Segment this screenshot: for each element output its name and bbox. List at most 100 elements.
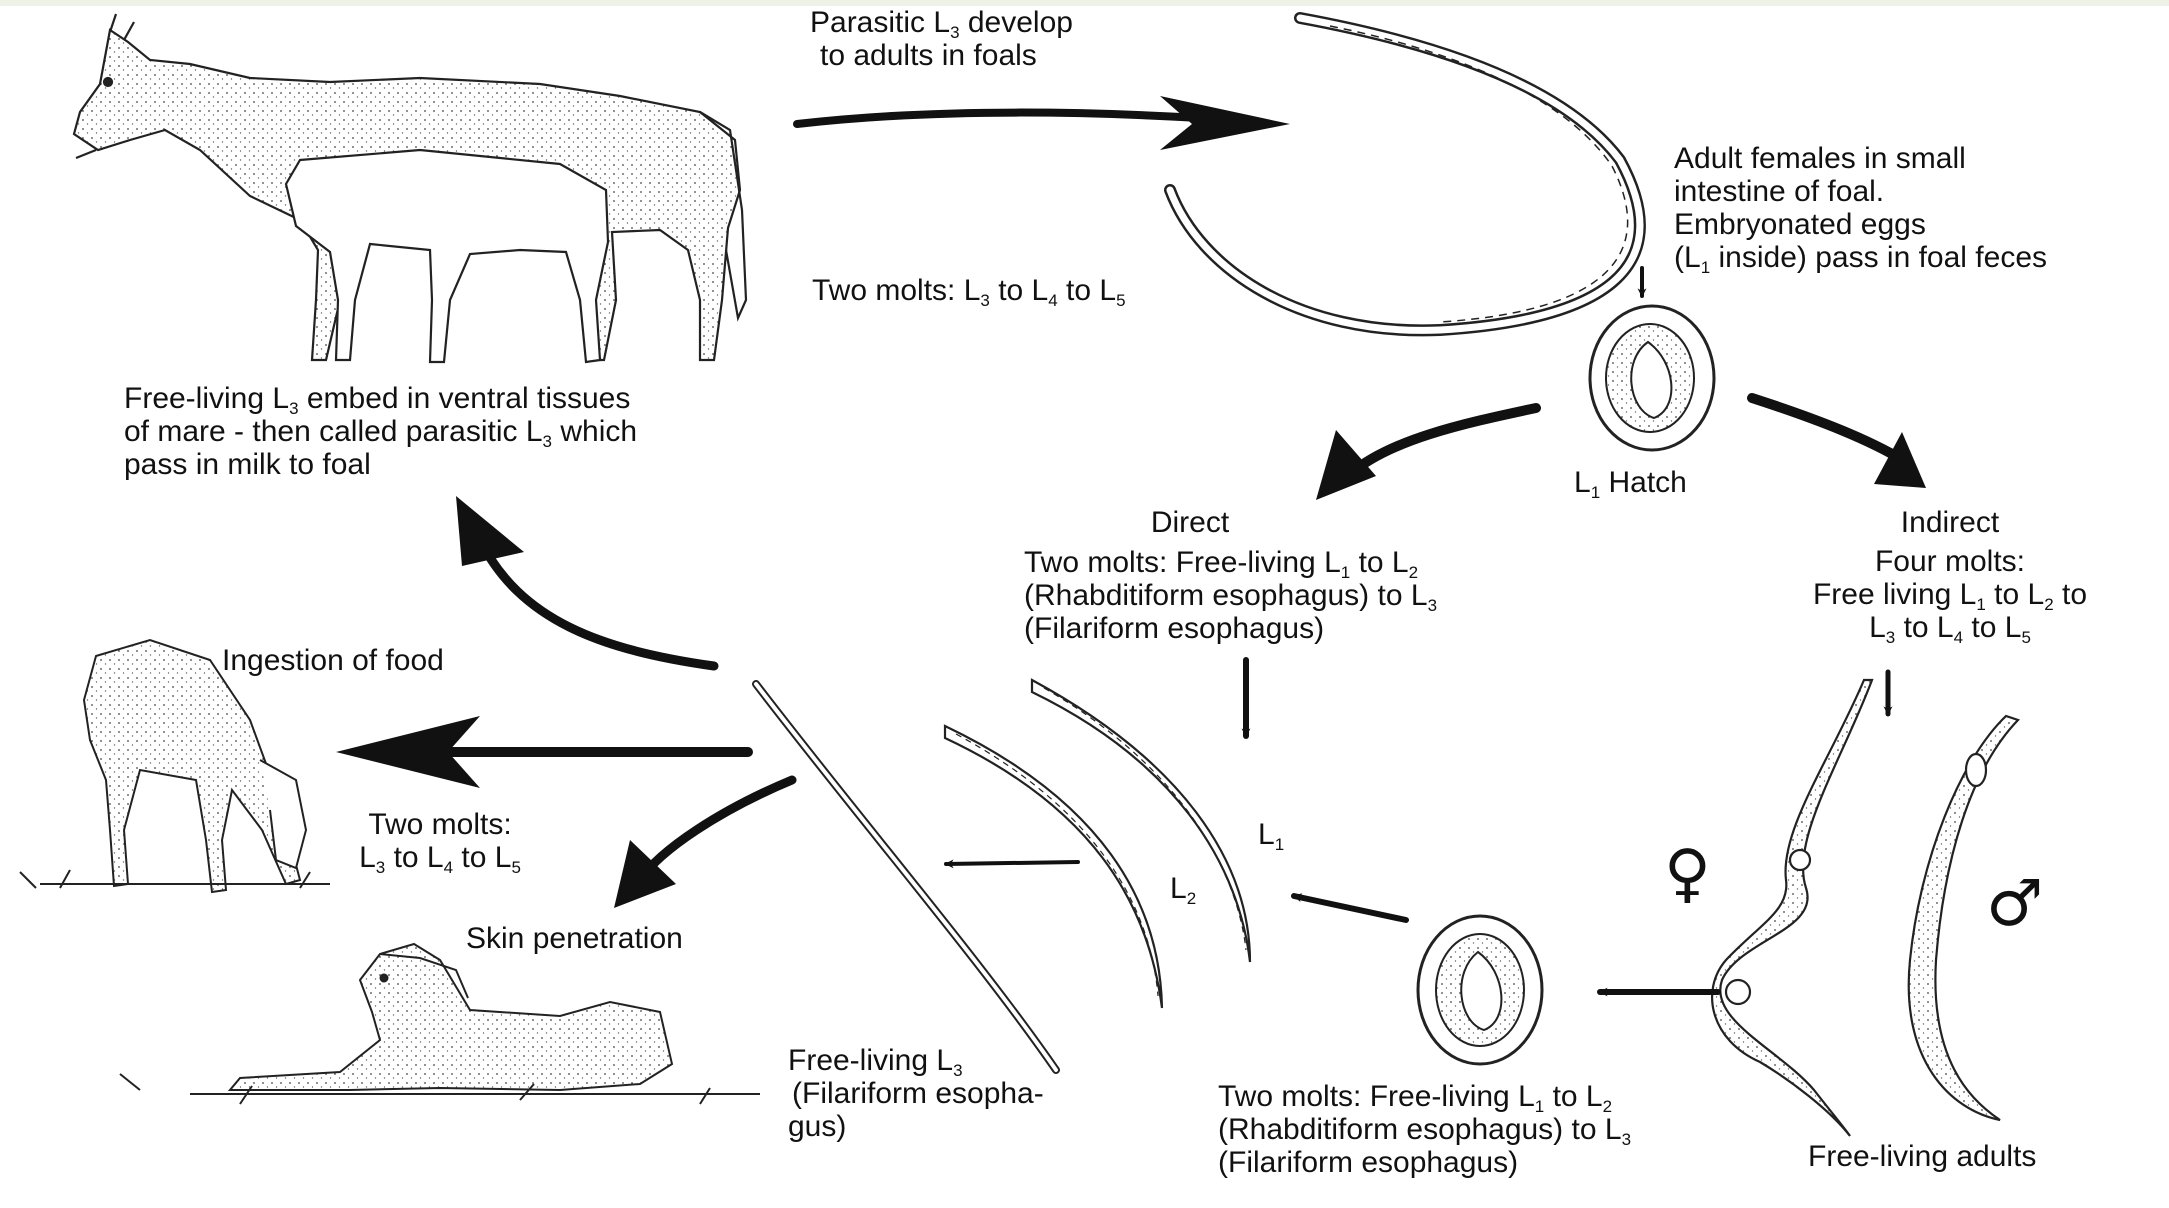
embryonated-egg-illustration bbox=[1590, 306, 1714, 450]
text: L bbox=[1869, 611, 1886, 644]
label-l1-hatch: L1 Hatch bbox=[1574, 466, 1687, 499]
label-line: to adults in foals bbox=[810, 39, 1073, 72]
label-direct: Direct bbox=[1020, 506, 1580, 539]
subscript: 3 bbox=[1886, 628, 1895, 647]
label-line: (Filariform esophagus) bbox=[1024, 612, 1437, 645]
text: Two molts: L bbox=[812, 274, 980, 307]
text: to L bbox=[1895, 611, 1953, 644]
text: to bbox=[2054, 578, 2087, 611]
text: Two molts: Free-living L bbox=[1218, 1080, 1535, 1113]
larva-illustration bbox=[945, 680, 1250, 1008]
label-bottom-molts: Two molts: Free-living L1 to L2 (Rhabdit… bbox=[1218, 1080, 1631, 1179]
subscript: 5 bbox=[2021, 628, 2030, 647]
label-ingestion-of-food: Ingestion of food bbox=[222, 644, 444, 677]
label-line: Two molts: Free-living L1 to L2 bbox=[1024, 546, 1437, 579]
label-heading: Direct bbox=[1020, 506, 1580, 539]
label-line: gus) bbox=[788, 1110, 1044, 1143]
text: of mare - then called parasitic L bbox=[124, 415, 543, 448]
text: inside) pass in foal feces bbox=[1710, 241, 2047, 274]
subscript: 5 bbox=[511, 858, 520, 877]
label-line: (L1 inside) pass in foal feces bbox=[1674, 241, 2047, 274]
text: (L bbox=[1674, 241, 1701, 274]
arrow-larvae-to-l3 bbox=[946, 862, 1078, 864]
larva-illustration bbox=[756, 684, 1056, 1070]
label-skin-penetration: Skin penetration bbox=[466, 922, 683, 955]
text: to L bbox=[1986, 578, 2044, 611]
text: L bbox=[1170, 872, 1187, 905]
subscript: 3 bbox=[543, 432, 552, 451]
label-line: L3 to L4 to L5 bbox=[330, 841, 550, 874]
subscript: 5 bbox=[1116, 291, 1125, 310]
arrow-l3-to-mare bbox=[480, 540, 714, 666]
subscript: 3 bbox=[1428, 596, 1437, 615]
text: to L bbox=[385, 841, 443, 874]
label-free-living-embed: Free-living L3 embed in ventral tissues … bbox=[124, 382, 637, 481]
text: Hatch bbox=[1600, 466, 1687, 499]
label-line: pass in milk to foal bbox=[124, 448, 637, 481]
subscript: 3 bbox=[1622, 1130, 1631, 1149]
grazing-foal-illustration bbox=[20, 640, 330, 892]
arrow-to-direct bbox=[1350, 408, 1536, 474]
male-symbol-icon: ♂ bbox=[1986, 872, 2043, 936]
label-adult-females: Adult females in small intestine of foal… bbox=[1674, 142, 2047, 274]
text: embed in ventral tissues bbox=[299, 382, 631, 415]
text: to L bbox=[990, 274, 1048, 307]
label-two-molts-left: Two molts: L3 to L4 to L5 bbox=[330, 808, 550, 874]
label-line: (Rhabditiform esophagus) to L3 bbox=[1024, 579, 1437, 612]
female-symbol-icon: ♀ bbox=[1664, 842, 1711, 906]
text: L bbox=[1574, 466, 1591, 499]
text: (Rhabditiform esophagus) to L bbox=[1218, 1113, 1622, 1146]
text: to L bbox=[1963, 611, 2021, 644]
embryonated-egg-illustration bbox=[1418, 916, 1542, 1064]
label-line: Free living L1 to L2 to bbox=[1760, 578, 2140, 611]
label-direct-molts: Two molts: Free-living L1 to L2 (Rhabdit… bbox=[1024, 546, 1437, 645]
mare-and-foal-illustration bbox=[74, 14, 746, 362]
text: Free-living L bbox=[788, 1044, 953, 1077]
arrow-l3-to-skin bbox=[640, 780, 792, 880]
text: to L bbox=[1058, 274, 1116, 307]
subscript: 1 bbox=[1701, 258, 1710, 277]
subscript: 1 bbox=[1591, 483, 1600, 502]
subscript: 4 bbox=[1048, 291, 1057, 310]
text: to L bbox=[453, 841, 511, 874]
label-line: Two molts: bbox=[330, 808, 550, 841]
female-worm-illustration bbox=[1712, 680, 1872, 1136]
subscript: 1 bbox=[1275, 835, 1284, 854]
label-parasitic-l3-develop: Parasitic L3 develop to adults in foals bbox=[810, 6, 1073, 72]
label-line: (Filariform esophagus) bbox=[1218, 1146, 1631, 1179]
text: which bbox=[552, 415, 637, 448]
subscript: 3 bbox=[376, 858, 385, 877]
arrow-mare-to-worm bbox=[797, 113, 1200, 124]
label-line: (Rhabditiform esophagus) to L3 bbox=[1218, 1113, 1631, 1146]
label-line: Adult females in small bbox=[1674, 142, 2047, 175]
label-line: Parasitic L3 develop bbox=[810, 6, 1073, 39]
arrow-egg-to-larvae bbox=[1294, 896, 1406, 920]
label-two-molts-top: Two molts: L3 to L4 to L5 bbox=[812, 274, 1126, 307]
label-l2: L2 bbox=[1170, 872, 1196, 905]
text: to L bbox=[1350, 546, 1408, 579]
label-line: Free-living L3 bbox=[788, 1044, 1044, 1077]
arrow-to-indirect-head bbox=[1874, 432, 1926, 488]
subscript: 4 bbox=[1954, 628, 1963, 647]
text: Free-living L bbox=[124, 382, 289, 415]
label-line: intestine of foal. bbox=[1674, 175, 2047, 208]
text: Parasitic L bbox=[810, 6, 950, 39]
label-line: of mare - then called parasitic L3 which bbox=[124, 415, 637, 448]
label-line: Embryonated eggs bbox=[1674, 208, 2047, 241]
label-free-living-l3: Free-living L3 (Filariform esopha- gus) bbox=[788, 1044, 1044, 1143]
subscript: 2 bbox=[1187, 889, 1196, 908]
text: L bbox=[359, 841, 376, 874]
text: L bbox=[1258, 818, 1275, 851]
text: Two molts: Free-living L bbox=[1024, 546, 1341, 579]
arrow-mare-to-worm-head bbox=[1160, 96, 1290, 150]
arrow-l3-to-mare-head bbox=[456, 496, 524, 566]
text: Free living L bbox=[1813, 578, 1976, 611]
label-l1: L1 bbox=[1258, 818, 1284, 851]
text: (Rhabditiform esophagus) to L bbox=[1024, 579, 1428, 612]
label-free-living-adults: Free-living adults bbox=[1808, 1140, 2036, 1173]
text: to L bbox=[1544, 1080, 1602, 1113]
label-indirect: Indirect Four molts: Free living L1 to L… bbox=[1760, 506, 2140, 644]
subscript: 3 bbox=[980, 291, 989, 310]
label-heading: Indirect bbox=[1760, 506, 2140, 539]
